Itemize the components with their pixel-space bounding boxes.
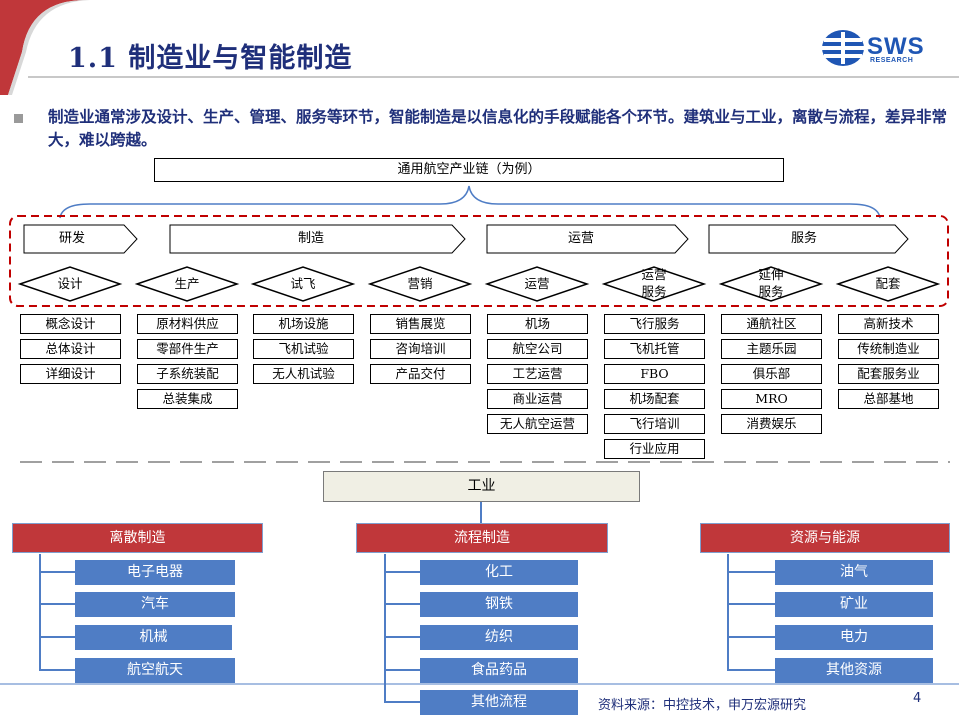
phase-rnd: 研发 (59, 231, 86, 246)
column-extended-service: 通航社区 主题乐园 俱乐部 MRO 消费娱乐 (721, 314, 822, 434)
list-item: 销售展览 (370, 314, 471, 334)
diamond-extended-service-line2: 服务 (758, 284, 784, 299)
diamond-operation-service-line2: 服务 (641, 284, 667, 299)
list-item: 机场配套 (604, 389, 705, 409)
discrete-item: 电子电器 (75, 560, 235, 585)
diamond-production: 生产 (174, 276, 200, 291)
section-divider (20, 461, 950, 463)
list-item: 飞机试验 (253, 339, 354, 359)
list-item: 飞机托管 (604, 339, 705, 359)
list-item: 机场 (487, 314, 588, 334)
list-item: 总体设计 (20, 339, 121, 359)
process-item: 纺织 (420, 625, 578, 650)
diamond-design: 设计 (57, 276, 83, 291)
process-item: 食品药品 (420, 658, 578, 683)
diamond-marketing: 营销 (407, 276, 433, 291)
intro-paragraph: 制造业通常涉及设计、生产、管理、服务等环节，智能制造是以信息化的手段赋能各个环节… (48, 108, 948, 149)
list-item: 原材料供应 (137, 314, 238, 334)
process-item: 其他流程 (420, 690, 578, 715)
category-discrete: 离散制造 (12, 523, 263, 553)
list-item: 无人机试验 (253, 364, 354, 384)
highlight-frame (9, 215, 949, 307)
resource-item: 矿业 (775, 592, 933, 617)
list-item: 飞行培训 (604, 414, 705, 434)
category-resources: 资源与能源 (700, 523, 950, 553)
discrete-item: 汽车 (75, 592, 235, 617)
header-red-shape (0, 0, 86, 95)
logo-subtext: RESEARCH (870, 57, 914, 64)
list-item: 主题乐园 (721, 339, 822, 359)
column-operation-service: 飞行服务 飞机托管 FBO 机场配套 飞行培训 行业应用 (604, 314, 705, 459)
list-item: 概念设计 (20, 314, 121, 334)
column-test-flight: 机场设施 飞机试验 无人机试验 (253, 314, 354, 384)
page-number: 4 (913, 691, 922, 706)
list-item: 通航社区 (721, 314, 822, 334)
bullet-icon (14, 114, 23, 123)
list-item: 工艺运营 (487, 364, 588, 384)
list-item: 产品交付 (370, 364, 471, 384)
footer-rule (0, 683, 959, 685)
phase-service: 服务 (790, 231, 817, 246)
industry-root-box: 工业 (323, 471, 640, 502)
diamond-test-flight: 试飞 (290, 276, 316, 291)
phase-operation: 运营 (567, 231, 594, 246)
resource-item: 油气 (775, 560, 933, 585)
list-item: 总装集成 (137, 389, 238, 409)
category-process: 流程制造 (356, 523, 608, 553)
list-item: 配套服务业 (838, 364, 939, 384)
list-item: 航空公司 (487, 339, 588, 359)
list-item: 行业应用 (604, 439, 705, 459)
column-marketing: 销售展览 咨询培训 产品交付 (370, 314, 471, 384)
list-item: 飞行服务 (604, 314, 705, 334)
column-production: 原材料供应 零部件生产 子系统装配 总装集成 (137, 314, 238, 409)
phase-arrows (23, 224, 909, 254)
diamond-operation-service-line1: 运营 (641, 267, 667, 282)
column-operation: 机场 航空公司 工艺运营 商业运营 无人航空运营 (487, 314, 588, 434)
page-title: 1.1 制造业与智能制造 (68, 43, 353, 74)
list-item: 总部基地 (838, 389, 939, 409)
subphase-diamonds (17, 266, 941, 302)
list-item: 零部件生产 (137, 339, 238, 359)
list-item: FBO (604, 364, 705, 384)
process-item: 化工 (420, 560, 578, 585)
column-design: 概念设计 总体设计 详细设计 (20, 314, 121, 384)
list-item: 高新技术 (838, 314, 939, 334)
list-item: 传统制造业 (838, 339, 939, 359)
list-item: 无人航空运营 (487, 414, 588, 434)
sws-logo-icon (822, 30, 864, 66)
list-item: 俱乐部 (721, 364, 822, 384)
phase-manufacturing: 制造 (297, 231, 324, 246)
list-item: 咨询培训 (370, 339, 471, 359)
header-decoration (0, 0, 959, 95)
list-item: 子系统装配 (137, 364, 238, 384)
list-item: 机场设施 (253, 314, 354, 334)
diamond-extended-service-line1: 延伸 (758, 267, 784, 282)
list-item: 详细设计 (20, 364, 121, 384)
source-note: 资料来源：中控技术，申万宏源研究 (598, 698, 807, 713)
logo-wordmark: SWS (867, 33, 925, 60)
discrete-item: 航空航天 (75, 658, 235, 683)
list-item: 消费娱乐 (721, 414, 822, 434)
chain-title-box: 通用航空产业链（为例） (154, 158, 784, 182)
list-item: 商业运营 (487, 389, 588, 409)
chain-brace (59, 185, 881, 219)
list-item: MRO (721, 389, 822, 409)
resource-item: 其他资源 (775, 658, 933, 683)
diamond-operation: 运营 (524, 276, 550, 291)
industry-connectors (39, 502, 775, 703)
diamond-supporting: 配套 (875, 276, 901, 291)
resource-item: 电力 (775, 625, 933, 650)
process-item: 钢铁 (420, 592, 578, 617)
discrete-item: 机械 (75, 625, 232, 650)
column-supporting: 高新技术 传统制造业 配套服务业 总部基地 (838, 314, 939, 409)
